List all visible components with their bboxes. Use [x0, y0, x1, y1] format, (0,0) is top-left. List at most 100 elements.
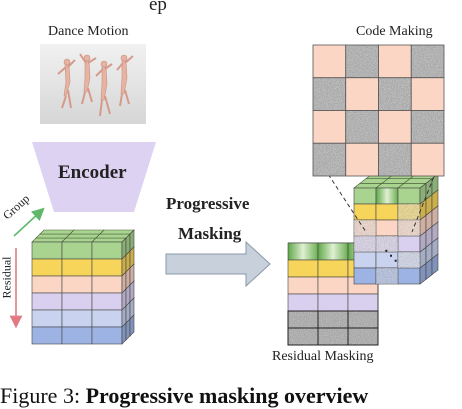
code-grid-cell — [345, 143, 379, 176]
code-grid-cell — [345, 77, 379, 111]
cube-top-cell — [39, 229, 75, 235]
cube-front-cell — [61, 326, 93, 345]
cube-front-cell — [353, 187, 377, 205]
dance-motion-label: Dance Motion — [48, 24, 129, 39]
cube-front-cell — [397, 267, 421, 285]
cube-front-cell — [353, 251, 377, 269]
noise-texture-cell — [378, 143, 412, 176]
encoder-label: Encoder — [58, 162, 127, 183]
cube-front-cell — [61, 309, 93, 328]
cube-top-cell — [95, 233, 131, 239]
code-making-grid — [312, 44, 445, 177]
code-grid-border — [410, 142, 445, 177]
cube-side-cell — [121, 322, 127, 345]
caption-prefix: Figure 3: — [0, 383, 86, 408]
cube-front-cell — [31, 309, 63, 328]
cube-front-cell — [375, 219, 399, 237]
cube-front-cell — [31, 292, 63, 311]
cube-front-cell — [31, 326, 63, 345]
code-making-cube — [353, 173, 439, 285]
noise-texture-cell — [353, 219, 377, 237]
ellipsis-glyph: ⋱ — [384, 249, 398, 264]
cube-front-cell — [61, 292, 93, 311]
noise-texture-cell — [397, 219, 421, 237]
cube-front-cell — [287, 293, 319, 312]
cube-front-cell — [353, 203, 377, 221]
masked-cell — [318, 328, 348, 345]
noise-texture-cell — [345, 45, 379, 78]
masked-cell — [288, 328, 318, 345]
cube-front-cell — [375, 187, 399, 205]
cube-front-cell — [61, 258, 93, 277]
residual-masking-label: Residual Masking — [272, 349, 374, 364]
masked-cell — [318, 311, 348, 328]
cube-front-cell — [91, 292, 123, 311]
masked-cell — [288, 311, 318, 328]
masking-label: Masking — [178, 224, 242, 243]
code-making-label: Code Making — [356, 24, 433, 39]
cube-front-cell — [287, 242, 319, 261]
progressive-label: Progressive — [166, 194, 250, 213]
cube-front-cell — [91, 326, 123, 345]
cube-front-cell — [61, 275, 93, 294]
caption-bold: Progressive masking overview — [85, 383, 369, 408]
noise-texture-cell — [378, 77, 412, 111]
code-grid-cell — [313, 110, 346, 144]
cube-front-cell — [317, 276, 349, 295]
noise-texture-cell — [345, 110, 379, 144]
encoder-block — [32, 142, 156, 212]
cube-front-cell — [61, 241, 93, 260]
cube-front-cell — [91, 275, 123, 294]
cube-front-cell — [91, 309, 123, 328]
cube-front-cell — [375, 203, 399, 221]
noise-texture-cell — [375, 267, 399, 285]
residual-label: Residual — [0, 256, 14, 299]
noise-texture-cell — [313, 77, 346, 111]
cube-front-cell — [317, 242, 349, 261]
cube-front-cell — [91, 241, 123, 260]
code-grid-cell — [411, 143, 444, 176]
header-text-fragment: ep — [149, 0, 167, 15]
code-grid-cell — [313, 45, 346, 78]
cube-front-cell — [317, 293, 349, 312]
cube-top-cell — [35, 233, 71, 239]
masked-cell — [348, 311, 378, 328]
cube-front-cell — [287, 259, 319, 278]
noise-texture-cell — [411, 110, 444, 144]
code-grid-cell — [378, 45, 412, 78]
cube-side-cell — [431, 253, 439, 276]
progressive-masking-arrow — [165, 240, 271, 288]
group-axis-arrow — [13, 207, 45, 237]
cube-front-cell — [287, 276, 319, 295]
dance-motion-image — [40, 44, 146, 124]
cube-top-cell — [65, 233, 101, 239]
cube-front-cell — [91, 258, 123, 277]
noise-texture-cell — [411, 45, 444, 78]
figure-caption: Figure 3: Progressive masking overview — [0, 383, 368, 409]
cube-top-cell — [99, 229, 135, 235]
cube-side-cell — [129, 314, 135, 337]
masked-cell — [348, 328, 378, 345]
cube-top-cell — [61, 237, 97, 243]
noise-texture-cell — [313, 143, 346, 176]
masked-cell-border — [347, 327, 379, 346]
noise-texture-cell — [397, 203, 421, 221]
code-grid-cell — [378, 110, 412, 144]
cube-top-cell — [31, 237, 67, 243]
cube-front-cell — [397, 187, 421, 205]
noise-texture-cell — [353, 235, 377, 253]
cube-front-cell — [31, 258, 63, 277]
cube-front-cell — [31, 275, 63, 294]
cube-front-cell — [31, 241, 63, 260]
noise-texture-cell — [397, 251, 421, 269]
cube-front-cell — [347, 293, 379, 312]
residual-masking-cube — [287, 242, 379, 346]
cube-top-cell — [69, 229, 105, 235]
code-grid-cell — [411, 77, 444, 111]
cube-front-cell — [317, 259, 349, 278]
cube-front-cell — [353, 267, 377, 285]
latent-code-cube — [31, 229, 135, 345]
cube-top-cell — [91, 237, 127, 243]
cube-side-cell — [125, 318, 131, 341]
